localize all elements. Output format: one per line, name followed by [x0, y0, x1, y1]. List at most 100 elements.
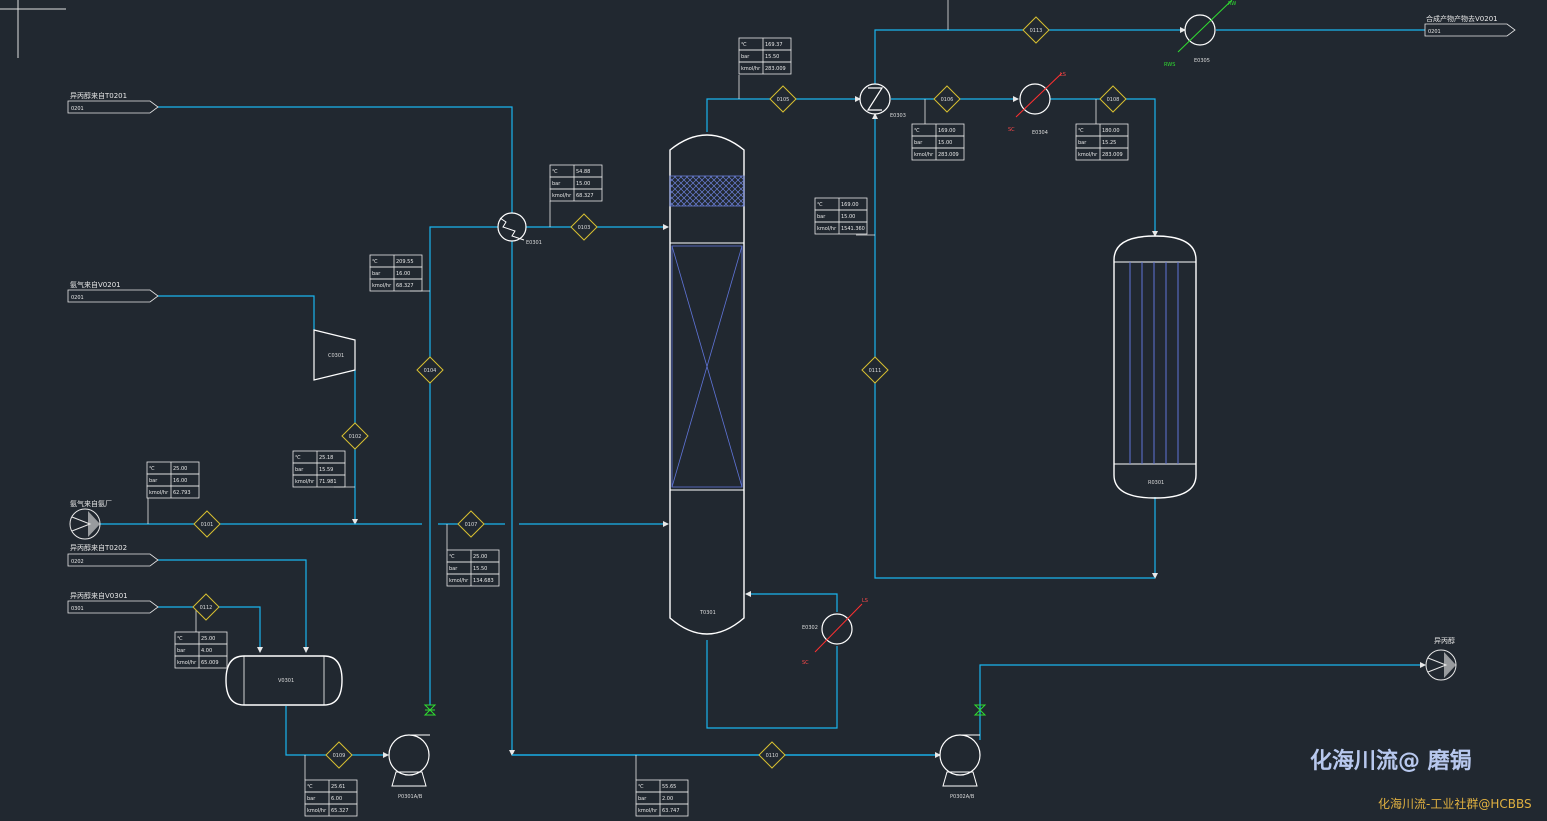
stream-number-diamond[interactable]: 0107 [457, 510, 485, 538]
table-value: 169.00 [938, 128, 956, 134]
distillation-column[interactable]: T0301 [669, 134, 745, 635]
stream-number-diamond[interactable]: 0103 [570, 213, 598, 241]
table-unit: kmol/hr [372, 283, 392, 289]
watermark-sub: 化海川流-工业社群@HCBBS [1378, 796, 1532, 811]
equipment-tag: E0303 [890, 113, 906, 119]
stream-number: 0110 [766, 753, 779, 759]
stream-label-product-out[interactable]: 合成产物产物去V0201 0201 [1424, 14, 1516, 37]
table-value: 169.00 [841, 202, 859, 208]
table-unit: bar [372, 271, 381, 277]
drum-vessel[interactable]: V0301 [225, 655, 343, 706]
stream-number: 0105 [777, 97, 790, 103]
table-value: 25.00 [201, 636, 215, 642]
stream-number-diamond[interactable]: 0109 [325, 741, 353, 769]
stream-label-ipa-t0202[interactable]: 异丙醇来自T0202 0202 [67, 543, 159, 567]
off-page-connector-nh3-plant[interactable]: 氨气来自氨厂 [69, 499, 112, 540]
table-unit: ℃ [307, 784, 313, 790]
table-value: 25.61 [331, 784, 345, 790]
table-unit: bar [177, 648, 186, 654]
table-value: 283.009 [1102, 152, 1123, 158]
table-unit: bar [307, 796, 316, 802]
stream-number-diamond[interactable]: 0110 [758, 741, 786, 769]
table-value: 55.65 [662, 784, 676, 790]
stream-label-text: 异丙醇来自T0201 [70, 91, 127, 100]
stream-number-diamond[interactable]: 0111 [861, 356, 889, 384]
table-value: 65.327 [331, 808, 349, 814]
svg-text:0201: 0201 [71, 295, 84, 301]
stream-number-diamond[interactable]: 0104 [416, 356, 444, 384]
table-unit: kmol/hr [741, 66, 761, 72]
table-unit: ℃ [914, 128, 920, 134]
off-page-connector-waste[interactable]: 异丙醇 [1425, 636, 1457, 681]
stream-label-top-input[interactable]: 异丙醇来自T0201 0201 [67, 91, 159, 114]
table-unit: bar [1078, 140, 1087, 146]
reboiler-e0302[interactable]: E0302 LS SC [802, 598, 868, 666]
stream-number-diamond[interactable]: 0113 [1022, 16, 1050, 44]
table-unit: kmol/hr [449, 578, 469, 584]
stream-label-text: 异丙醇来自T0202 [70, 543, 127, 552]
table-value: 6.00 [331, 796, 342, 802]
compressor[interactable]: C0301 [313, 329, 356, 381]
equipment-tag: E0304 [1032, 130, 1048, 136]
table-value: 180.00 [1102, 128, 1120, 134]
heat-exchanger-e0305[interactable]: E0305 RW RWS [1164, 0, 1236, 68]
table-value: 169.37 [765, 42, 783, 48]
stream-label-ipa-v0301[interactable]: 异丙醇来自V0301 0301 [67, 591, 159, 614]
stream-number-diamond[interactable]: 0105 [769, 85, 797, 113]
table-unit: kmol/hr [149, 490, 169, 496]
table-value: 16.00 [173, 478, 187, 484]
equipment-tag: E0301 [526, 240, 542, 246]
table-value: 2.00 [662, 796, 673, 802]
valve-icon[interactable] [423, 704, 437, 716]
stream-label-text: 异丙醇 [1434, 636, 1455, 645]
table-value: 54.88 [576, 169, 590, 175]
equipment-tag: P0301A/B [398, 794, 423, 800]
table-value: 15.00 [938, 140, 952, 146]
table-leaders [147, 0, 1097, 780]
table-value: 63.747 [662, 808, 680, 814]
table-value: 283.009 [938, 152, 959, 158]
stream-number-diamond[interactable]: 0112 [192, 593, 220, 621]
stream-label-gas-input[interactable]: 氨气来自V0201 0201 [67, 280, 159, 303]
table-value: 68.327 [396, 283, 414, 289]
valve-icon[interactable] [973, 704, 987, 716]
table-unit: bar [914, 140, 923, 146]
heat-exchanger-e0303[interactable]: E0303 [859, 83, 906, 119]
heat-exchanger-e0301[interactable]: E0301 [497, 212, 542, 246]
reactor[interactable]: R0301 [1113, 235, 1197, 499]
equipment-tag: C0301 [328, 353, 344, 359]
pump-p0302[interactable]: P0302A/B [939, 734, 981, 800]
table-unit: kmol/hr [914, 152, 934, 158]
table-unit: kmol/hr [177, 660, 197, 666]
table-value: 68.327 [576, 193, 594, 199]
table-value: 283.009 [765, 66, 786, 72]
utility-sc-label: SC [802, 660, 809, 666]
table-value: 25.00 [173, 466, 187, 472]
table-value: 15.50 [765, 54, 779, 60]
stream-number: 0106 [941, 97, 954, 103]
table-value: 134.683 [473, 578, 494, 584]
table-unit: kmol/hr [307, 808, 327, 814]
stream-number-diamond[interactable]: 0106 [933, 85, 961, 113]
table-unit: ℃ [449, 554, 455, 560]
stream-label-text: 合成产物产物去V0201 [1426, 14, 1498, 23]
stream-data-table: ℃ 25.61 bar 6.00 kmol/hr 65.327 [304, 779, 358, 817]
stream-number-diamond[interactable]: 0108 [1099, 85, 1127, 113]
table-unit: kmol/hr [817, 226, 837, 232]
stream-number-diamond[interactable]: 0102 [341, 422, 369, 450]
heat-exchanger-e0304[interactable]: E0304 LS SC [1008, 72, 1066, 136]
table-unit: ℃ [295, 455, 301, 461]
stream-number-diamond[interactable]: 0101 [193, 510, 221, 538]
utility-rw-label: RW [1228, 1, 1236, 7]
table-unit: ℃ [372, 259, 378, 265]
table-value: 15.00 [841, 214, 855, 220]
stream-number: 0103 [578, 225, 591, 231]
pump-p0301[interactable]: P0301A/B [388, 734, 430, 800]
pipe-lines [100, 27, 1426, 758]
table-unit: bar [552, 181, 561, 187]
